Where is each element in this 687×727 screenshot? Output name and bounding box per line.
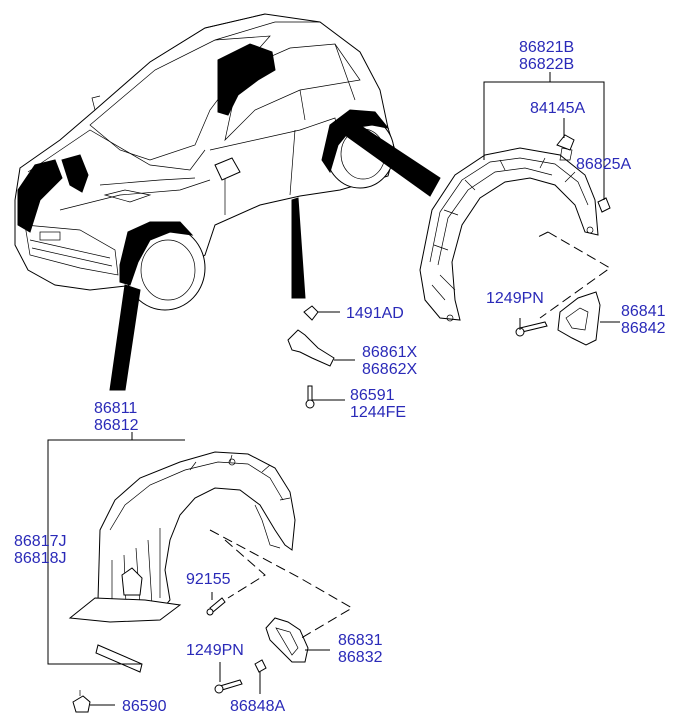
bolt-rear-illustration — [515, 321, 548, 337]
strip-illustration — [95, 644, 143, 673]
label-92155[interactable]: 92155 — [186, 571, 231, 588]
label-86821b[interactable]: 86821B — [519, 39, 574, 56]
label-1249pn-front[interactable]: 1249PN — [186, 642, 244, 659]
front-wheel-guard-illustration — [97, 451, 296, 613]
label-86818j[interactable]: 86818J — [14, 550, 67, 567]
label-84145a[interactable]: 84145A — [530, 100, 585, 117]
label-86811[interactable]: 86811 — [94, 400, 137, 417]
label-86842[interactable]: 86842 — [621, 320, 666, 337]
nut-86825a-illustration — [597, 197, 611, 213]
label-1249pn-rear[interactable]: 1249PN — [486, 290, 544, 307]
screw-92155-illustration — [206, 597, 226, 616]
label-86591[interactable]: 86591 — [350, 387, 395, 404]
cover-86817j-illustration — [68, 597, 182, 623]
label-86832[interactable]: 86832 — [338, 649, 383, 666]
label-86812[interactable]: 86812 — [94, 417, 139, 434]
clip-86590-illustration — [72, 690, 91, 713]
label-86831[interactable]: 86831 — [338, 632, 383, 649]
label-1244fe[interactable]: 1244FE — [350, 404, 406, 421]
rear-mudguard-illustration — [557, 291, 601, 346]
screw-86591-illustration — [305, 385, 315, 409]
label-1491ad[interactable]: 1491AD — [346, 305, 404, 322]
label-86861x[interactable]: 86861X — [362, 344, 417, 361]
label-86848a[interactable]: 86848A — [230, 698, 285, 715]
label-86862x[interactable]: 86862X — [362, 361, 417, 378]
front-mudguard-illustration — [265, 617, 309, 663]
label-86822b[interactable]: 86822B — [519, 56, 574, 73]
label-86590[interactable]: 86590 — [122, 698, 167, 715]
label-86817j[interactable]: 86817J — [14, 533, 67, 550]
bolt-front-illustration — [214, 679, 243, 694]
car-illustration — [14, 13, 441, 391]
leader-lines — [47, 72, 620, 706]
nut-86848a-illustration — [254, 659, 267, 673]
clip-84145a-illustration — [556, 134, 575, 151]
clip-1491ad-illustration — [303, 305, 319, 321]
label-86841[interactable]: 86841 — [621, 303, 666, 320]
rear-wheel-guard-illustration — [419, 147, 599, 322]
bracket-illustration — [287, 329, 335, 367]
part-labels: 86821B 86822B 84145A 86825A 1249PN 86841… — [14, 39, 666, 715]
label-86825a[interactable]: 86825A — [576, 156, 631, 173]
